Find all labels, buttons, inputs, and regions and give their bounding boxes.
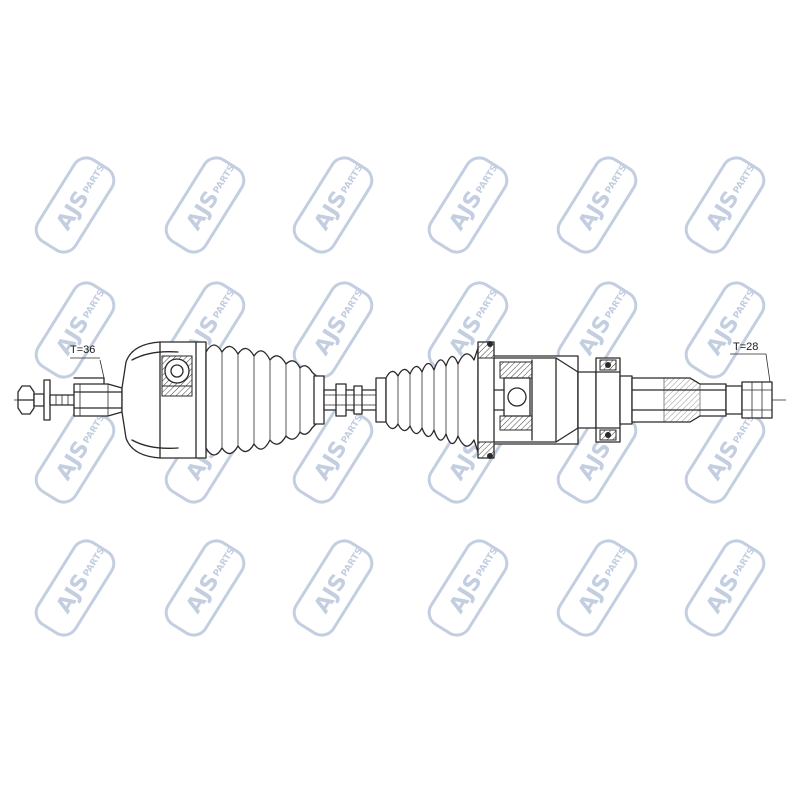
svg-text:PARTS: PARTS <box>340 413 365 445</box>
hub-bolt <box>17 379 77 421</box>
svg-text:PARTS: PARTS <box>604 163 629 195</box>
svg-text:PARTS: PARTS <box>340 546 365 578</box>
svg-text:PARTS: PARTS <box>604 546 629 578</box>
svg-text:PARTS: PARTS <box>82 163 107 195</box>
intermediate-shaft <box>323 383 391 417</box>
inner-spline-stub <box>631 353 773 423</box>
svg-text:PARTS: PARTS <box>475 163 500 195</box>
svg-text:PARTS: PARTS <box>732 546 757 578</box>
outer-cv-boot <box>205 344 325 456</box>
inner-cv-boot <box>375 347 479 453</box>
svg-text:PARTS: PARTS <box>732 163 757 195</box>
outer-cv-joint <box>121 341 231 459</box>
svg-text:PARTS: PARTS <box>475 546 500 578</box>
drive-shaft: T=36 T=28 <box>14 341 790 459</box>
svg-text:PARTS: PARTS <box>732 288 757 320</box>
bearing-section <box>577 357 633 443</box>
svg-text:PARTS: PARTS <box>340 288 365 320</box>
svg-text:PARTS: PARTS <box>82 413 107 445</box>
svg-text:PARTS: PARTS <box>604 288 629 320</box>
svg-text:PARTS: PARTS <box>82 546 107 578</box>
svg-text:PARTS: PARTS <box>212 288 237 320</box>
svg-text:PARTS: PARTS <box>212 546 237 578</box>
svg-text:PARTS: PARTS <box>82 288 107 320</box>
svg-text:PARTS: PARTS <box>475 288 500 320</box>
svg-text:PARTS: PARTS <box>212 163 237 195</box>
svg-text:PARTS: PARTS <box>340 163 365 195</box>
label-right-spline-count: T=28 <box>733 341 758 353</box>
label-left-spline-count: T=36 <box>70 344 95 356</box>
inner-tripod-joint <box>477 341 579 459</box>
